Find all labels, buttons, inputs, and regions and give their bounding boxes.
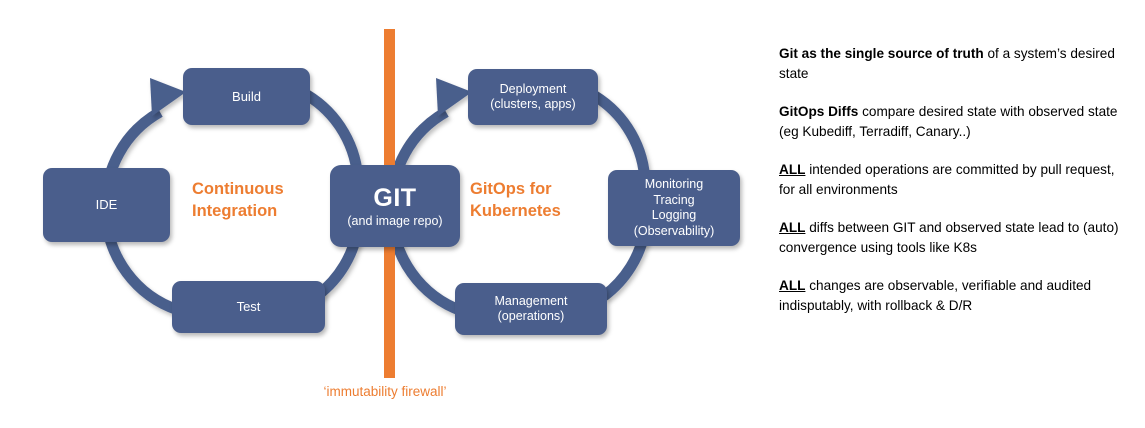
node-management-line2: (operations) bbox=[497, 309, 565, 323]
arrowhead-build bbox=[150, 78, 186, 116]
node-management[interactable]: Management (operations) bbox=[455, 283, 607, 335]
ci-label-line2: Integration bbox=[192, 202, 278, 220]
ci-label-line1: Continuous bbox=[192, 180, 284, 198]
node-git[interactable]: GIT (and image repo) bbox=[330, 165, 460, 247]
node-deployment-line2: (clusters, apps) bbox=[490, 97, 576, 111]
principle-lead-term: ALL bbox=[779, 162, 806, 177]
node-ide-label: IDE bbox=[95, 197, 118, 212]
gitops-label-line2: Kubernetes bbox=[470, 202, 561, 220]
node-monitoring-line1: Monitoring bbox=[644, 177, 704, 191]
node-ide[interactable]: IDE bbox=[43, 168, 170, 242]
node-monitoring[interactable]: Monitoring Tracing Logging (Observabilit… bbox=[608, 170, 740, 246]
principle-body-text: changes are observable, verifiable and a… bbox=[779, 278, 1092, 313]
node-build[interactable]: Build bbox=[183, 68, 310, 125]
node-monitoring-line2: Tracing bbox=[653, 192, 695, 207]
principle-paragraph: ALL intended operations are committed by… bbox=[779, 160, 1129, 199]
node-test[interactable]: Test bbox=[172, 281, 325, 333]
node-monitoring-line3: Logging bbox=[651, 208, 697, 222]
node-deployment-line1: Deployment bbox=[499, 81, 567, 96]
immutability-firewall-caption: ‘immutability firewall’ bbox=[323, 384, 447, 399]
principle-paragraph: Git as the single source of truth of a s… bbox=[779, 44, 1129, 83]
principle-paragraph: ALL diffs between GIT and observed state… bbox=[779, 218, 1129, 257]
principle-paragraph: GitOps Diffs compare desired state with … bbox=[779, 102, 1129, 141]
principle-body-text: diffs between GIT and observed state lea… bbox=[779, 220, 1119, 255]
node-build-label: Build bbox=[232, 88, 261, 104]
node-management-line1: Management bbox=[494, 293, 568, 308]
principle-body-text: intended operations are committed by pul… bbox=[779, 162, 1115, 197]
diagram-area: ‘immutability firewall’ Continuous Integ… bbox=[43, 29, 740, 399]
gitops-label-line1: GitOps for bbox=[470, 180, 552, 198]
node-monitoring-line4: (Observability) bbox=[633, 223, 715, 238]
node-git-title: GIT bbox=[373, 183, 417, 212]
principle-body-text: of a system’s desired state bbox=[779, 46, 1115, 81]
principle-body-text: compare desired state with observed stat… bbox=[779, 104, 1118, 139]
node-test-label: Test bbox=[236, 299, 261, 314]
principles-text-panel: Git as the single source of truth of a s… bbox=[779, 44, 1129, 315]
principle-lead-term: ALL bbox=[779, 220, 806, 235]
principle-lead-term: GitOps Diffs bbox=[779, 104, 859, 119]
principle-lead-term: ALL bbox=[779, 278, 806, 293]
node-deployment[interactable]: Deployment (clusters, apps) bbox=[468, 69, 598, 125]
node-git-subtitle: (and image repo) bbox=[347, 213, 443, 228]
section-label-continuous-integration: Continuous Integration bbox=[192, 178, 322, 222]
arrowhead-deployment bbox=[436, 78, 472, 116]
principle-paragraph: ALL changes are observable, verifiable a… bbox=[779, 276, 1129, 315]
section-label-gitops-kubernetes: GitOps for Kubernetes bbox=[470, 178, 600, 222]
principle-lead-term: Git as the single source of truth bbox=[779, 46, 984, 61]
